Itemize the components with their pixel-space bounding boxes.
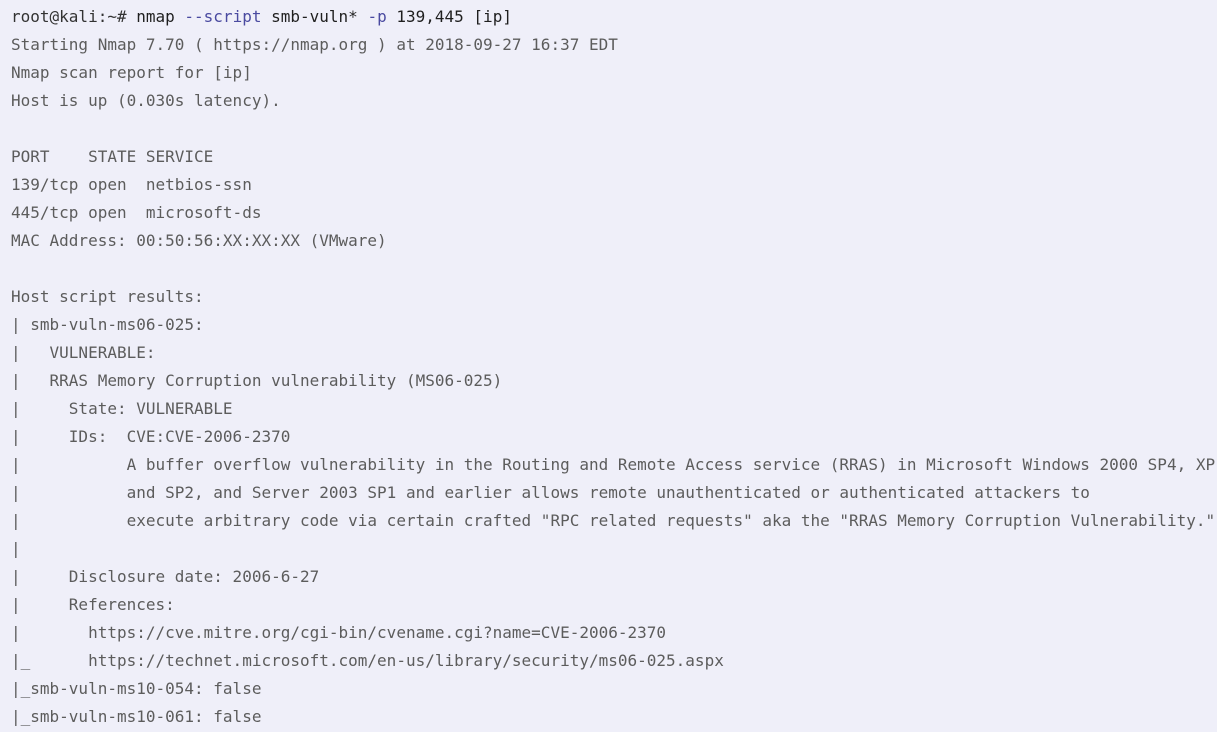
output-line: | RRAS Memory Corruption vulnerability (… [11, 371, 503, 390]
output-line: | IDs: CVE:CVE-2006-2370 [11, 427, 291, 446]
shell-prompt: root@kali:~# [11, 7, 137, 26]
output-line: | A buffer overflow vulnerability in the… [11, 455, 1217, 474]
output-line: | https://cve.mitre.org/cgi-bin/cvename.… [11, 623, 667, 642]
command-flag-script: --script [184, 7, 262, 26]
output-line: | execute arbitrary code via certain cra… [11, 511, 1216, 530]
command-ports-arg: 139,445 [ip] [396, 7, 512, 26]
output-line: |_ https://technet.microsoft.com/en-us/l… [11, 651, 724, 670]
output-line: | VULNERABLE: [11, 343, 156, 362]
output-line: | and SP2, and Server 2003 SP1 and earli… [11, 483, 1090, 502]
command-script-arg: smb-vuln* [271, 7, 358, 26]
output-line: Host is up (0.030s latency). [11, 91, 281, 110]
output-line: |_smb-vuln-ms10-054: false [11, 679, 262, 698]
output-line: Host script results: [11, 287, 204, 306]
command-flag-port: -p [367, 7, 387, 26]
output-line: Starting Nmap 7.70 ( https://nmap.org ) … [11, 35, 618, 54]
output-line: PORT STATE SERVICE [11, 147, 214, 166]
output-line: 445/tcp open microsoft-ds [11, 203, 262, 222]
terminal-output: root@kali:~# nmap --script smb-vuln* -p … [11, 3, 1217, 731]
output-line: | [11, 539, 21, 558]
output-line: | Disclosure date: 2006-6-27 [11, 567, 320, 586]
command-program: nmap [136, 7, 175, 26]
command-line: root@kali:~# nmap --script smb-vuln* -p … [11, 3, 1217, 31]
output-line: 139/tcp open netbios-ssn [11, 175, 252, 194]
output-line: | State: VULNERABLE [11, 399, 233, 418]
output-line: Nmap scan report for [ip] [11, 63, 252, 82]
output-line: | smb-vuln-ms06-025: [11, 315, 204, 334]
output-line [11, 255, 1217, 283]
output-line: |_smb-vuln-ms10-061: false [11, 707, 262, 726]
output-line: MAC Address: 00:50:56:XX:XX:XX (VMware) [11, 231, 387, 250]
output-line [11, 115, 1217, 143]
output-line: | References: [11, 595, 175, 614]
